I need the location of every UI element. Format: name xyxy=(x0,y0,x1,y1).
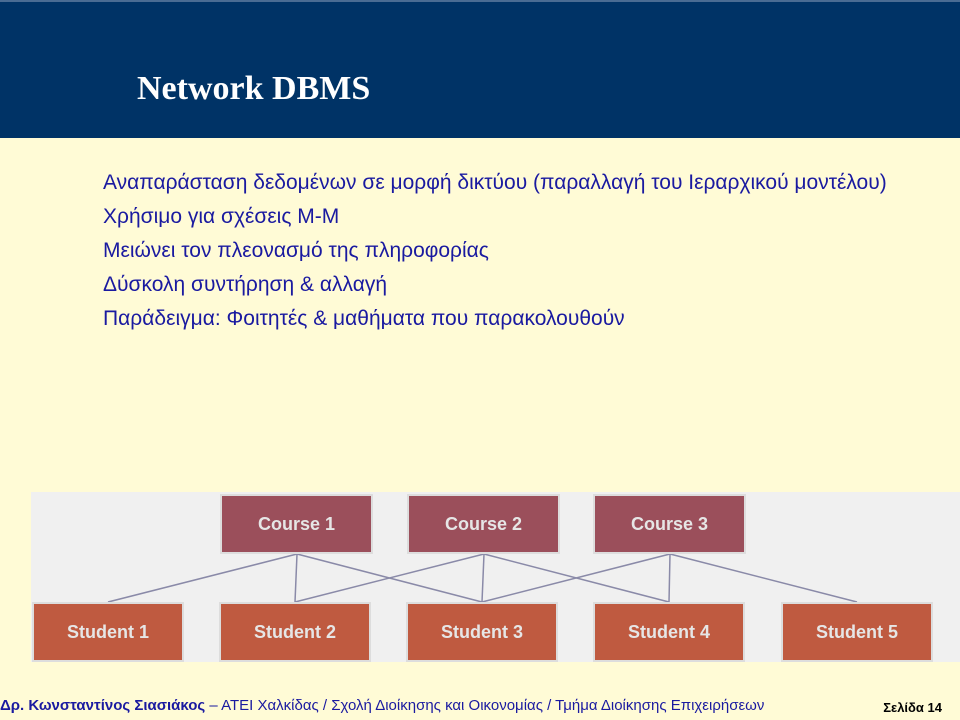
slide-footer xyxy=(0,692,960,720)
bullet-item: Αναπαράσταση δεδομένων σε μορφή δικτύου … xyxy=(103,171,887,194)
network-diagram: Course 1 Course 2 Course 3 Student 1 Stu… xyxy=(31,492,960,662)
slide-header: Network DBMS xyxy=(0,0,960,138)
page-number: Σελίδα 14 xyxy=(883,700,942,715)
bullet-item: Μειώνει τον πλεονασμό της πληροφορίας xyxy=(103,239,489,262)
course-node: Course 3 xyxy=(593,494,746,554)
bullet-item: Δύσκολη συντήρηση & αλλαγή xyxy=(103,273,388,296)
bullet-item: Χρήσιμο για σχέσεις M-M xyxy=(103,205,340,228)
student-node: Student 5 xyxy=(781,602,933,662)
footer-affiliation: ΑΤΕΙ Χαλκίδας / Σχολή Διοίκησης και Οικο… xyxy=(221,697,765,714)
connector-line xyxy=(481,553,671,603)
bullet-list: Αναπαράσταση δεδομένων σε μορφή δικτύου … xyxy=(103,166,923,336)
connector-line xyxy=(107,553,298,603)
connector-line xyxy=(669,553,858,603)
student-node: Student 2 xyxy=(219,602,371,662)
footer-author: Δρ. Κωνσταντίνος Σιασιάκος xyxy=(0,697,206,714)
connector-line xyxy=(668,553,671,603)
course-node: Course 2 xyxy=(407,494,560,554)
student-node: Student 3 xyxy=(406,602,558,662)
header-border xyxy=(0,0,960,2)
connector-lines xyxy=(107,553,858,603)
connector-line xyxy=(481,553,485,603)
bullet-item: Παράδειγμα: Φοιτητές & μαθήματα που παρα… xyxy=(103,307,625,330)
student-node: Student 1 xyxy=(32,602,184,662)
course-node: Course 1 xyxy=(220,494,373,554)
connector-line xyxy=(294,553,298,603)
slide-title: Network DBMS xyxy=(137,70,371,107)
student-node: Student 4 xyxy=(593,602,745,662)
footer-separator: – xyxy=(205,697,222,714)
footer-text: Δρ. Κωνσταντίνος Σιασιάκος – ΑΤΕΙ Χαλκίδ… xyxy=(0,697,764,714)
connector-line xyxy=(294,553,485,603)
